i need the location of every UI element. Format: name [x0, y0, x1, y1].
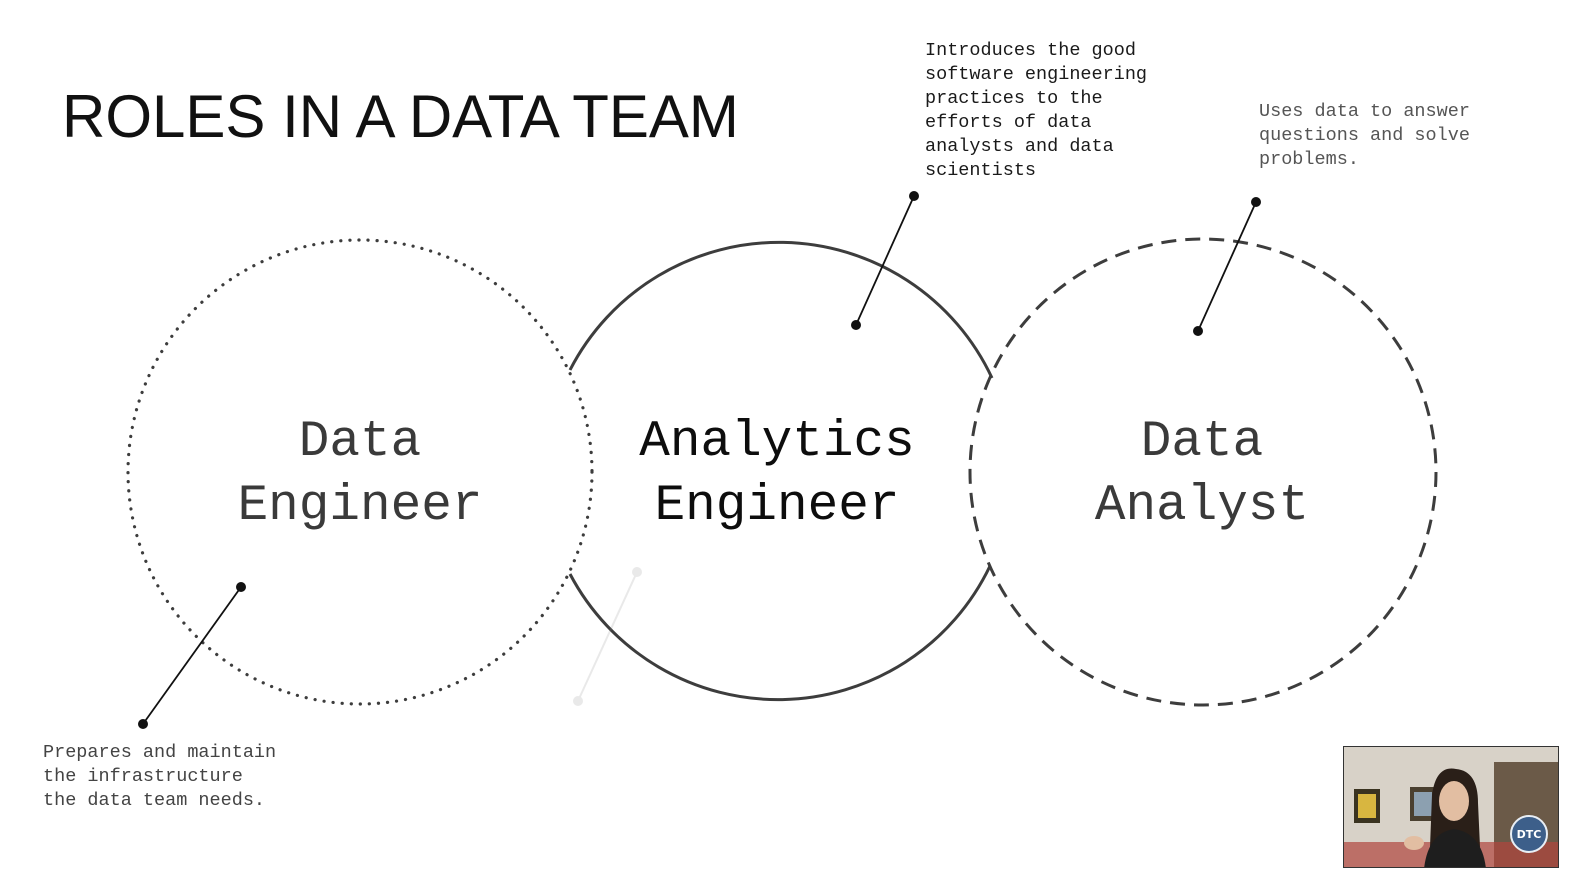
data-analyst-connector	[1193, 197, 1261, 336]
analytics-engineer-description: Introduces the good software engineering…	[925, 40, 1148, 181]
presenter-video[interactable]: DTC	[1343, 746, 1559, 868]
analytics-engineer-label: Analytics Engineer	[639, 414, 915, 535]
analytics-engineer-arc-top	[568, 240, 994, 379]
data-analyst-description: Uses data to answer questions and solve …	[1259, 101, 1470, 170]
data-analyst-label: Data Analyst	[1094, 414, 1310, 535]
data-engineer-description: Prepares and maintain the infrastructure…	[43, 742, 277, 811]
analytics-engineer-connector	[851, 191, 919, 330]
data-engineer-label: Data Engineer	[237, 414, 483, 535]
data-engineer-connector	[138, 582, 246, 729]
data-analyst-circle	[968, 237, 1438, 707]
presenter-image	[1344, 747, 1558, 867]
faint-connector	[573, 567, 642, 706]
dtc-logo-badge: DTC	[1510, 815, 1548, 853]
analytics-engineer-arc-bottom	[568, 565, 992, 702]
slide-title: ROLES IN A DATA TEAM	[62, 83, 739, 150]
data-engineer-circle	[126, 238, 594, 706]
